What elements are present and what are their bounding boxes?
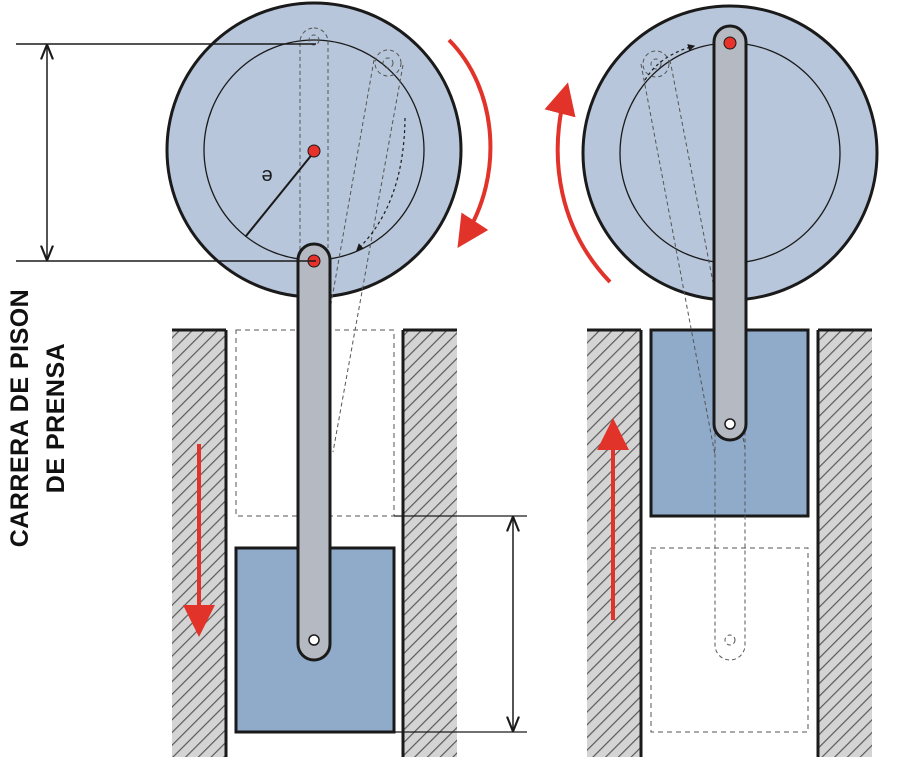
right-assembly [544,4,879,757]
left-flywheel-center [307,144,321,158]
clockwise-arc-arrow-icon [447,38,493,249]
crank-radius-label: e [261,165,272,187]
right-connecting-rod [712,24,748,442]
left-assembly: e [165,1,493,757]
left-ram-pin [308,634,320,646]
press-ram-stroke-label-line2: DE PRENSA [42,342,70,494]
right-crank-pin [723,36,737,50]
right-guide-wall-right [818,330,872,757]
left-guide-wall-right [403,330,457,757]
right-inner-rotation-arrow [644,44,696,81]
right-ram-pin [724,418,736,430]
left-crank-radius-line [245,151,315,237]
counterclockwise-arc-arrow-icon [544,82,612,284]
right-ghost-ram [650,547,809,733]
press-ram-stroke-label: CARRERA DE PISON DE PRENSA [2,289,74,548]
left-inner-rotation-arrow [356,117,406,251]
stroke-dimensions [16,43,527,733]
press-ram-stroke-label-line1: CARRERA DE PISON [6,288,34,548]
left-connecting-rod [296,242,332,662]
